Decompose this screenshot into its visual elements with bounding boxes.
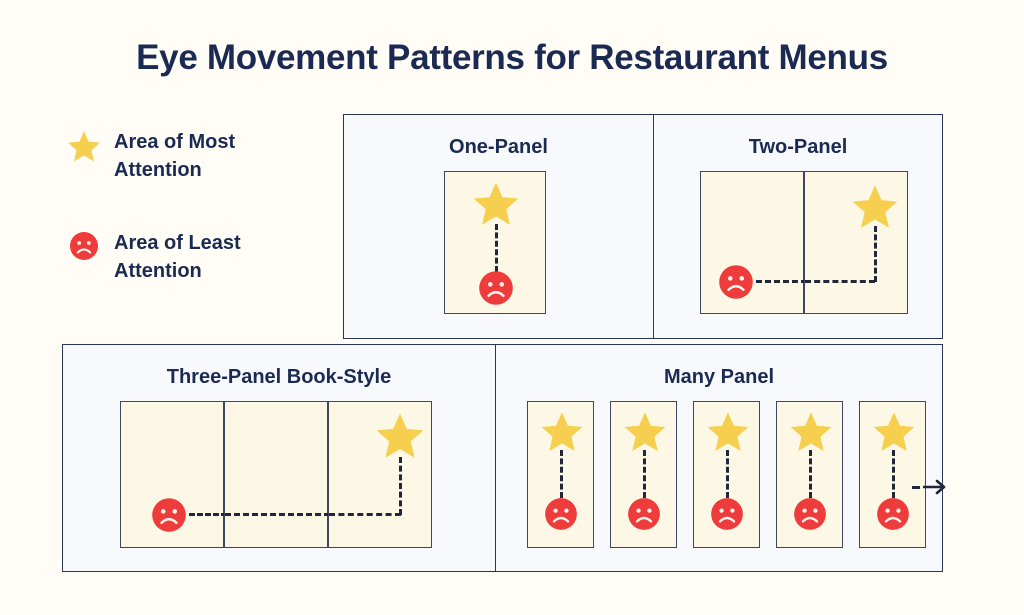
sad-face-icon: [151, 497, 187, 533]
gaze-path-line: [726, 450, 729, 498]
gaze-path-line: [329, 513, 401, 516]
legend-item-least-attention: Area of Least Attention: [62, 229, 324, 286]
menu-page: [700, 171, 807, 314]
star-icon: [62, 128, 106, 163]
gaze-path-line: [892, 450, 895, 498]
menu-page: [859, 401, 926, 548]
sad-face-icon: [478, 270, 514, 306]
sad-face-icon: [62, 229, 106, 261]
star-icon: [851, 184, 899, 230]
star-icon: [375, 412, 425, 460]
sad-face-icon: [793, 497, 827, 531]
menu-page: [804, 171, 908, 314]
menu-sheets-two-panel: [700, 171, 908, 314]
star-icon: [540, 411, 584, 453]
sad-face-icon: [544, 497, 578, 531]
gaze-path-line: [398, 457, 402, 515]
section-title: Many Panel: [663, 366, 775, 388]
gaze-path-line: [560, 450, 563, 498]
legend: Area of Most Attention Area of Least Att…: [62, 128, 324, 330]
gaze-path-line: [873, 226, 877, 282]
sad-face-icon: [718, 264, 754, 300]
gaze-path-line: [805, 280, 875, 283]
page-title: Eye Movement Patterns for Restaurant Men…: [136, 38, 888, 77]
menu-page: [693, 401, 760, 548]
menu-page: [120, 401, 227, 548]
continuation-arrow-icon: [912, 477, 949, 497]
sad-face-icon: [710, 497, 744, 531]
section-title: Three-Panel Book-Style: [166, 366, 392, 388]
legend-item-most-attention: Area of Most Attention: [62, 128, 324, 185]
menu-sheets-one-panel: [444, 171, 546, 314]
gaze-path-line: [494, 224, 498, 272]
menu-page: [444, 171, 546, 314]
section-title: One-Panel: [449, 136, 548, 158]
gaze-path-line: [643, 450, 646, 498]
sad-face-icon: [876, 497, 910, 531]
menu-sheets-three-panel: [120, 401, 432, 548]
menu-sheets-many-panel: [527, 401, 926, 548]
gaze-path-line: [756, 280, 807, 283]
star-icon: [706, 411, 750, 453]
menu-page: [610, 401, 677, 548]
menu-page: [224, 401, 330, 548]
legend-item-label: Area of Least Attention: [114, 231, 241, 283]
section-title: Two-Panel: [748, 136, 848, 158]
legend-item-label: Area of Most Attention: [114, 131, 236, 182]
menu-page: [328, 401, 432, 548]
sad-face-icon: [627, 497, 661, 531]
star-icon: [623, 411, 667, 453]
menu-page: [527, 401, 594, 548]
menu-page: [776, 401, 843, 548]
gaze-path-line: [809, 450, 812, 498]
star-icon: [472, 181, 520, 227]
star-icon: [789, 411, 833, 453]
gaze-path-line: [225, 513, 330, 516]
gaze-path-line: [189, 513, 227, 516]
star-icon: [872, 411, 916, 453]
